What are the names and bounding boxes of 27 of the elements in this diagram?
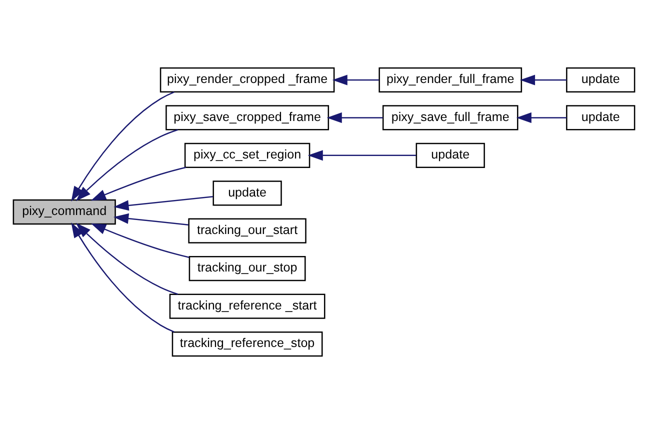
arrow	[326, 112, 383, 122]
node-box: tracking_our_stop	[188, 256, 306, 281]
node-box: tracking_reference _start	[169, 293, 326, 318]
node-box: pixy_render_cropped _frame	[160, 66, 335, 92]
node-box: pixy_command	[12, 198, 116, 224]
arrow	[308, 150, 416, 160]
arrow	[113, 212, 189, 225]
node-box: pixy_save_cropped_frame	[166, 104, 330, 130]
arrow	[332, 74, 379, 85]
node-box: tracking_reference_stop	[172, 330, 323, 356]
arrow	[71, 90, 174, 201]
arrow	[76, 222, 178, 294]
node-box: pixy_save_full_frame	[382, 104, 518, 130]
arrow	[76, 128, 178, 201]
arrow	[90, 222, 190, 258]
node-box: update	[566, 66, 636, 92]
node-box: update	[416, 142, 485, 168]
node-box: pixy_render_full_frame	[378, 66, 522, 92]
node-box: update	[566, 104, 636, 130]
arrow	[516, 112, 567, 122]
arrow	[71, 222, 174, 332]
node-box: tracking_our_start	[188, 218, 306, 243]
node-box: update	[212, 180, 282, 206]
arrow	[114, 195, 214, 210]
node-box: pixy_cc_set_region	[184, 142, 310, 168]
arrow	[520, 74, 567, 85]
arrow	[90, 166, 186, 200]
